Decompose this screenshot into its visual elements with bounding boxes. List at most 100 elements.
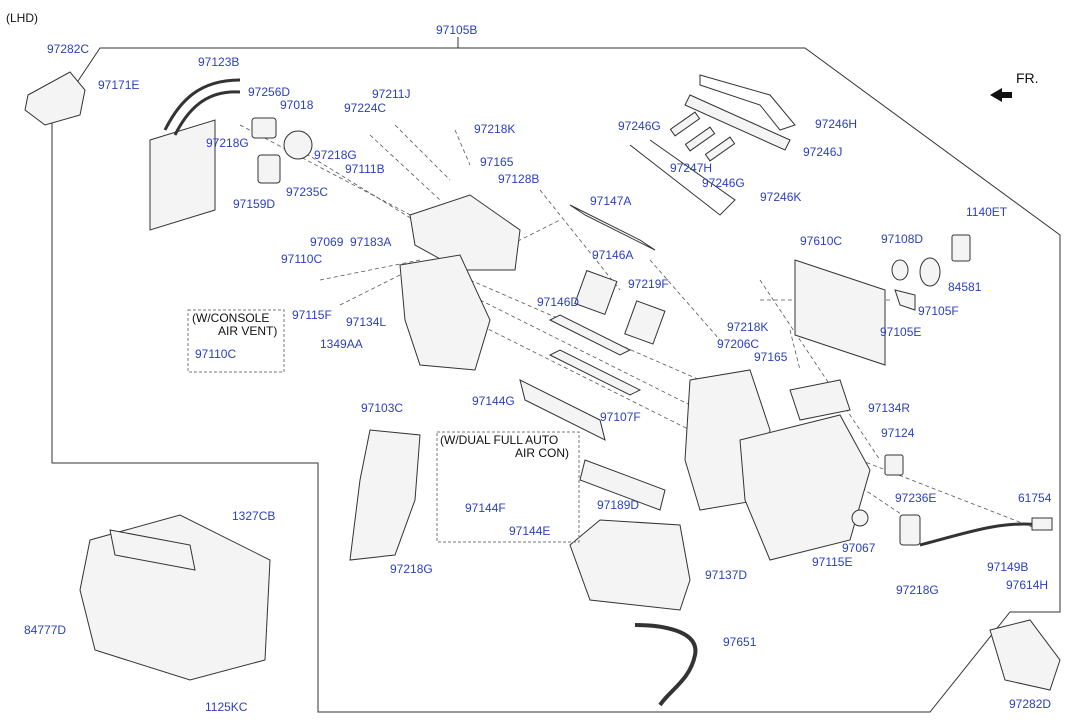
part-label: 97183A — [350, 235, 392, 249]
variant-label: (LHD) — [6, 11, 38, 25]
assembled-unit-detail — [109, 529, 196, 571]
case-left — [399, 254, 491, 371]
cover-97189D — [579, 459, 666, 511]
door-97144G — [519, 379, 606, 441]
console-note-line2: AIR VENT) — [218, 324, 278, 338]
part-label: 97218K — [474, 122, 516, 136]
hose-97149B — [919, 522, 1041, 547]
part-label: 97218G — [390, 562, 433, 576]
part-label: 97256D — [248, 85, 291, 99]
part-label: 97146D — [537, 295, 580, 309]
part-label: 1327CB — [232, 509, 276, 523]
drain-hose — [634, 623, 698, 707]
part-label: 97610C — [800, 234, 843, 248]
part-label: 84777D — [24, 623, 67, 637]
part-97105E — [894, 289, 916, 311]
part-label: 97218G — [896, 583, 939, 597]
dual-note-line2: AIR CON) — [515, 446, 569, 460]
part-label: 97134L — [346, 315, 387, 329]
heater-core — [149, 119, 216, 231]
actuator-97067 — [851, 509, 869, 527]
part-label: 97165 — [754, 350, 788, 364]
part-label: 97218G — [206, 136, 249, 150]
direction-label: FR. — [1016, 70, 1039, 86]
console-note-line1: (W/CONSOLE — [192, 311, 270, 325]
part-label: 97105F — [918, 304, 959, 318]
part-label: 97218G — [314, 148, 357, 162]
seal-97246G-b — [704, 136, 736, 162]
seal-97105F — [919, 257, 941, 287]
actuator-97236E — [899, 514, 921, 546]
actuator-97159D — [257, 154, 281, 184]
part-label: 97246G — [702, 176, 745, 190]
part-label: 97149B — [987, 560, 1029, 574]
seal-97108D — [891, 259, 909, 281]
duct-97103C — [349, 429, 421, 561]
part-label: 97108D — [881, 232, 924, 246]
console-option-box — [187, 309, 285, 373]
part-label: 97189D — [597, 498, 640, 512]
part-label: 97246G — [618, 119, 661, 133]
part-label: 97069 — [310, 235, 344, 249]
part-label: 1140ET — [966, 205, 1008, 219]
dual-option-box — [436, 431, 580, 543]
part-label: 97211J — [372, 87, 411, 101]
seal-97247H — [684, 126, 716, 152]
lower-case — [569, 519, 691, 611]
part-label: 97146A — [592, 248, 634, 262]
front-arrow-icon — [990, 88, 1012, 102]
connector-61754 — [1031, 517, 1053, 531]
part-label: 97236E — [895, 491, 937, 505]
door-97219F — [624, 300, 666, 345]
evaporator — [794, 259, 886, 366]
part-label: 97246K — [760, 190, 802, 204]
part-label: 61754 — [1018, 491, 1052, 505]
part-label: 97107F — [600, 410, 641, 424]
door-97147A — [569, 204, 656, 251]
part-label: 97110C — [195, 347, 237, 361]
block-84581 — [951, 234, 971, 262]
duct-97282C — [24, 71, 86, 126]
part-label: 97105E — [880, 325, 922, 339]
case-main — [739, 414, 871, 561]
assembly-label: 97105B — [436, 23, 478, 37]
part-label: 97067 — [842, 541, 876, 555]
part-label: 97218K — [727, 320, 769, 334]
door-97146D — [548, 314, 632, 356]
part-label: 97137D — [705, 568, 748, 582]
part-label: 97614H — [1006, 578, 1049, 592]
part-label: 97224C — [344, 101, 387, 115]
seal-97246H — [699, 74, 796, 131]
actuator-97256D — [251, 117, 277, 139]
part-label: 97206C — [717, 337, 760, 351]
door-97146A — [574, 269, 618, 316]
part-label: 97103C — [361, 401, 404, 415]
part-label: 97246H — [815, 117, 858, 131]
case-upper — [409, 194, 521, 271]
part-97134R — [789, 379, 851, 421]
seal-97246K — [629, 139, 736, 216]
part-label: 97247H — [670, 161, 713, 175]
part-label: 97246J — [803, 145, 843, 159]
part-label: 97147A — [590, 194, 632, 208]
part-label: 97124 — [881, 426, 915, 440]
part-label: 97134R — [868, 401, 911, 415]
assembly-boundary — [51, 47, 1061, 713]
part-label: 97165 — [480, 155, 514, 169]
part-label: 1349AA — [320, 337, 363, 351]
part-label: 97159D — [233, 197, 276, 211]
part-label: 97110C — [281, 252, 323, 266]
heater-pipes — [163, 78, 241, 136]
part-label: 97018 — [280, 98, 314, 112]
dual-note-line1: (W/DUAL FULL AUTO — [440, 433, 559, 447]
assembled-unit — [79, 514, 271, 681]
actuator-97124 — [884, 454, 904, 476]
part-label: 1125KC — [205, 700, 248, 714]
part-label: 97128B — [498, 172, 540, 186]
part-label: 97115E — [812, 555, 853, 569]
part-label: 97144G — [472, 394, 515, 408]
part-label: 97282D — [1009, 697, 1052, 711]
part-label: 97111B — [345, 162, 385, 176]
part-label: 97144E — [509, 524, 551, 538]
